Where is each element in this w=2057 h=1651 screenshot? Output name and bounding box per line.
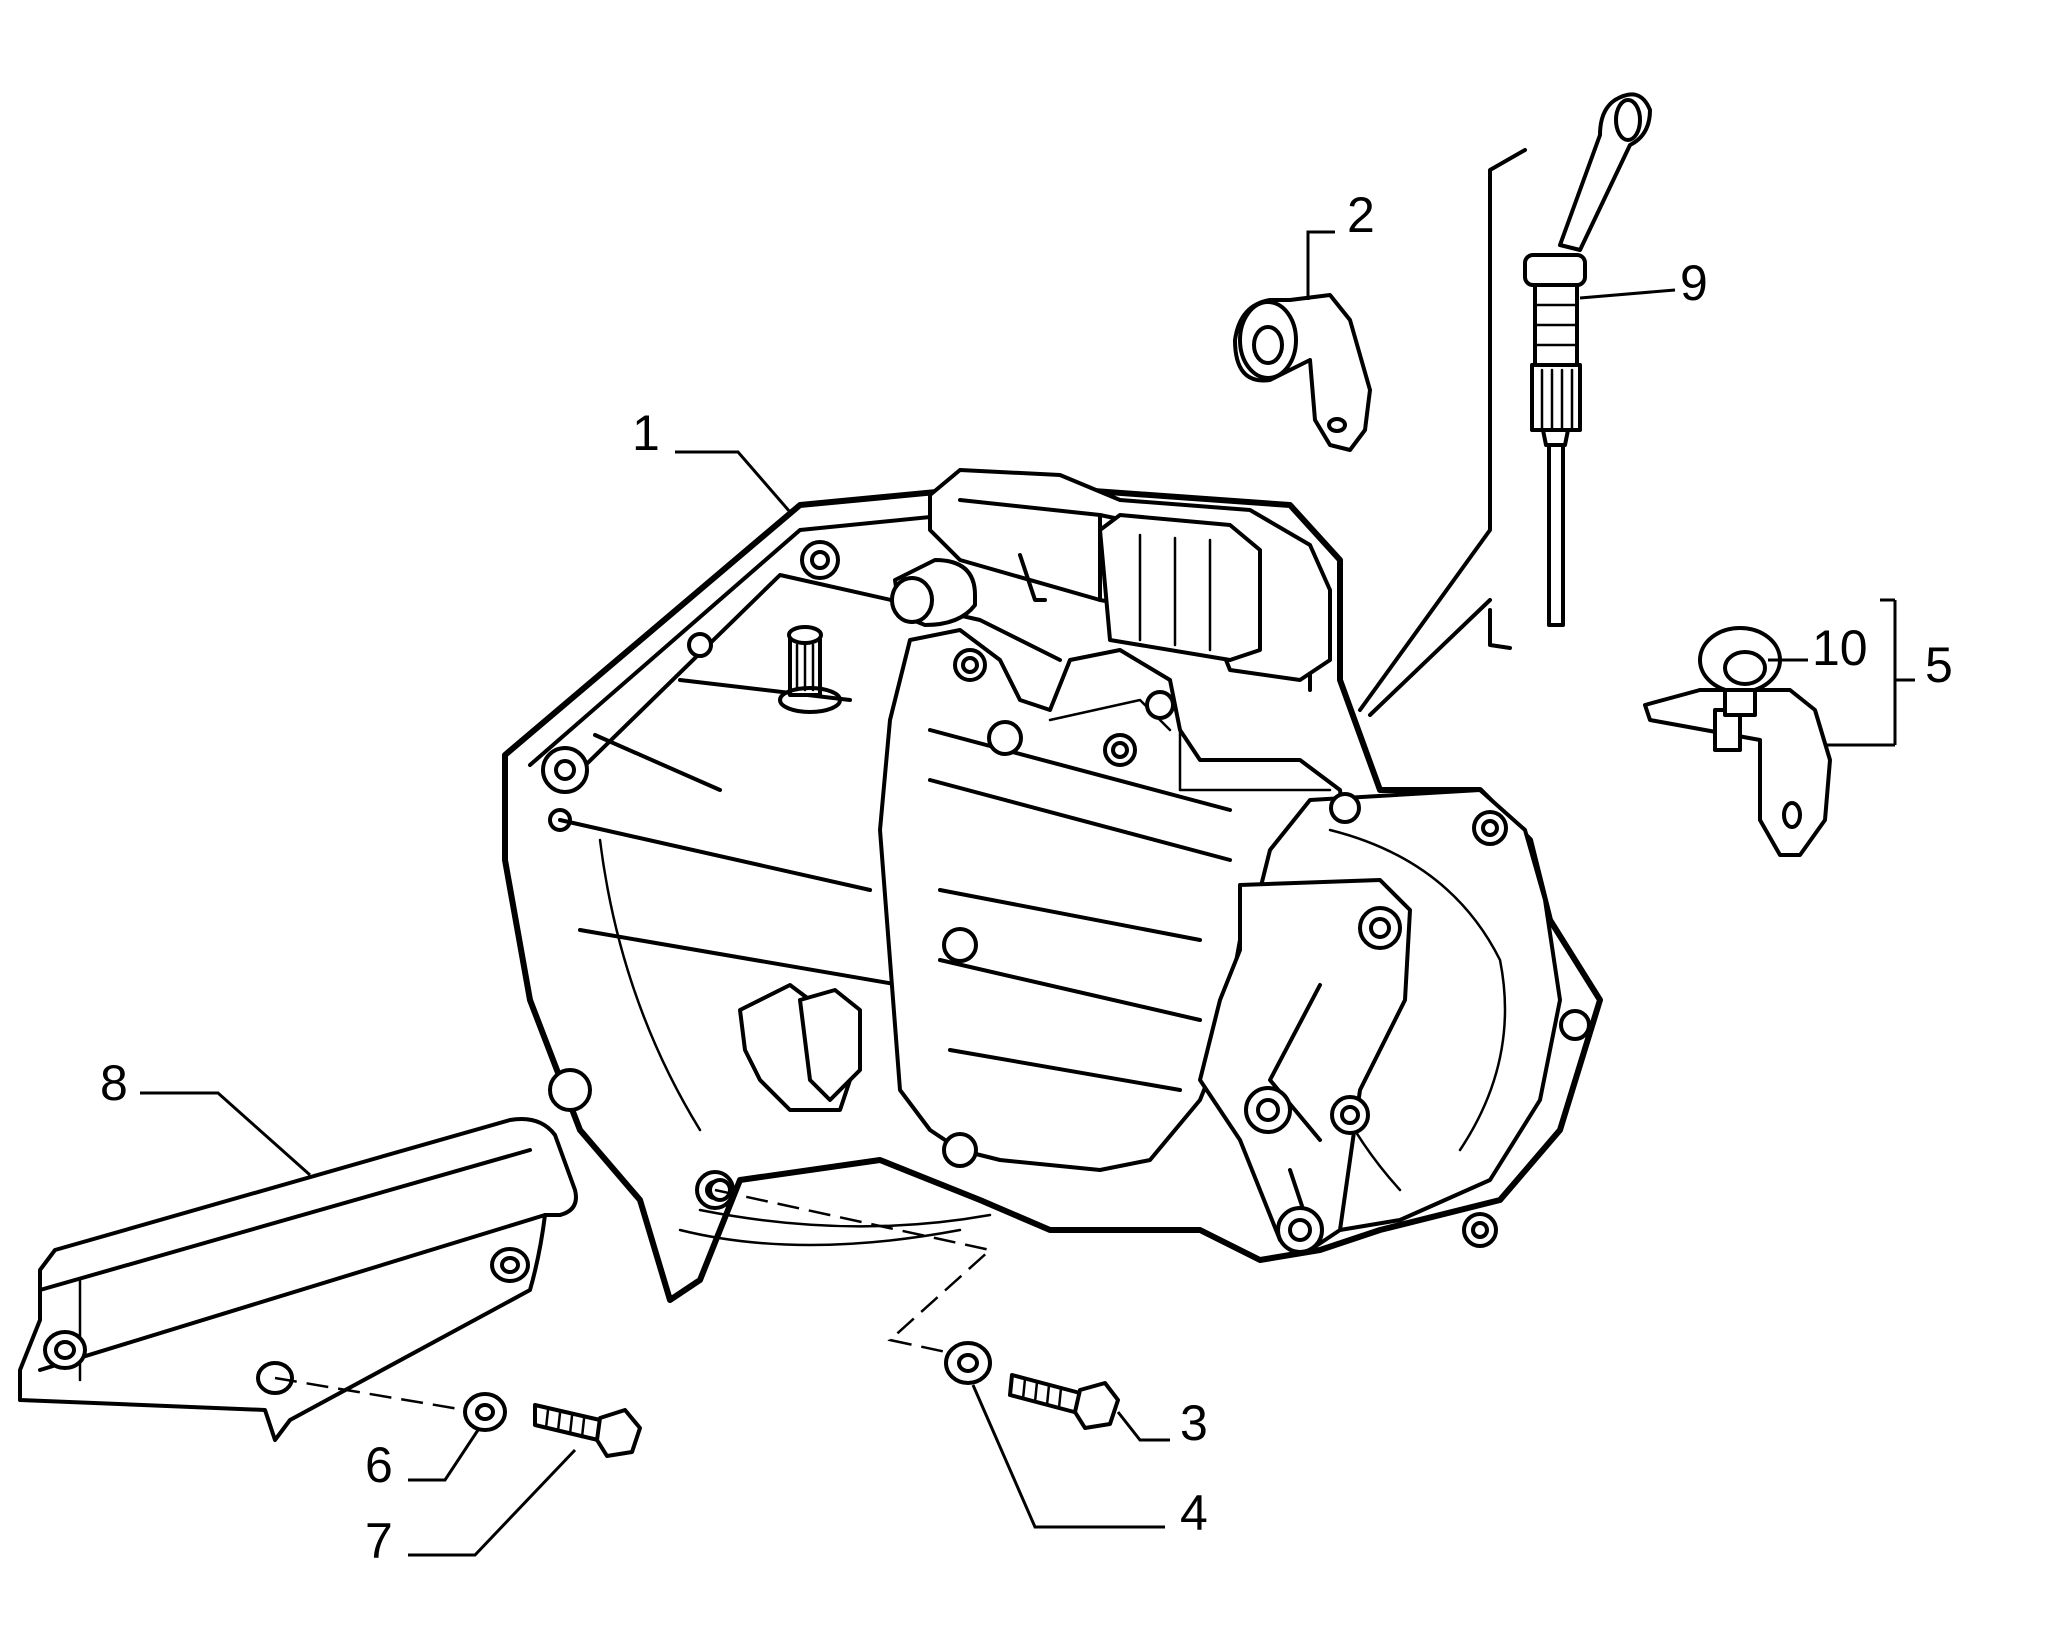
part-9-assembly-line [1358,148,1527,712]
callout-9: 9 [1680,255,1708,311]
callout-5: 5 [1925,637,1953,693]
callout-6: 6 [365,1437,393,1493]
callout-10: 10 [1812,620,1868,676]
part-7-bolt [533,1403,642,1458]
callout-labels: 1 2 3 4 5 6 7 8 9 10 [100,187,1953,1569]
callout-7: 7 [365,1513,393,1569]
callout-3: 3 [1180,1395,1208,1451]
callout-8: 8 [100,1055,128,1111]
part-6-washer [463,1392,507,1432]
callout-4: 4 [1180,1485,1208,1541]
callout-2: 2 [1347,187,1375,243]
part-5-eye-bracket-assembly [1643,598,1915,857]
part-8-cover-plate [18,1117,578,1442]
part-1-gearbox-housing [502,468,1603,1357]
part-3-bolt [1008,1373,1120,1430]
leader-lines [140,230,1808,1557]
callout-1: 1 [632,405,660,461]
part-2-bracket [1233,293,1372,452]
part-4-washer [944,1341,992,1385]
part-9-dipstick [1523,92,1652,627]
